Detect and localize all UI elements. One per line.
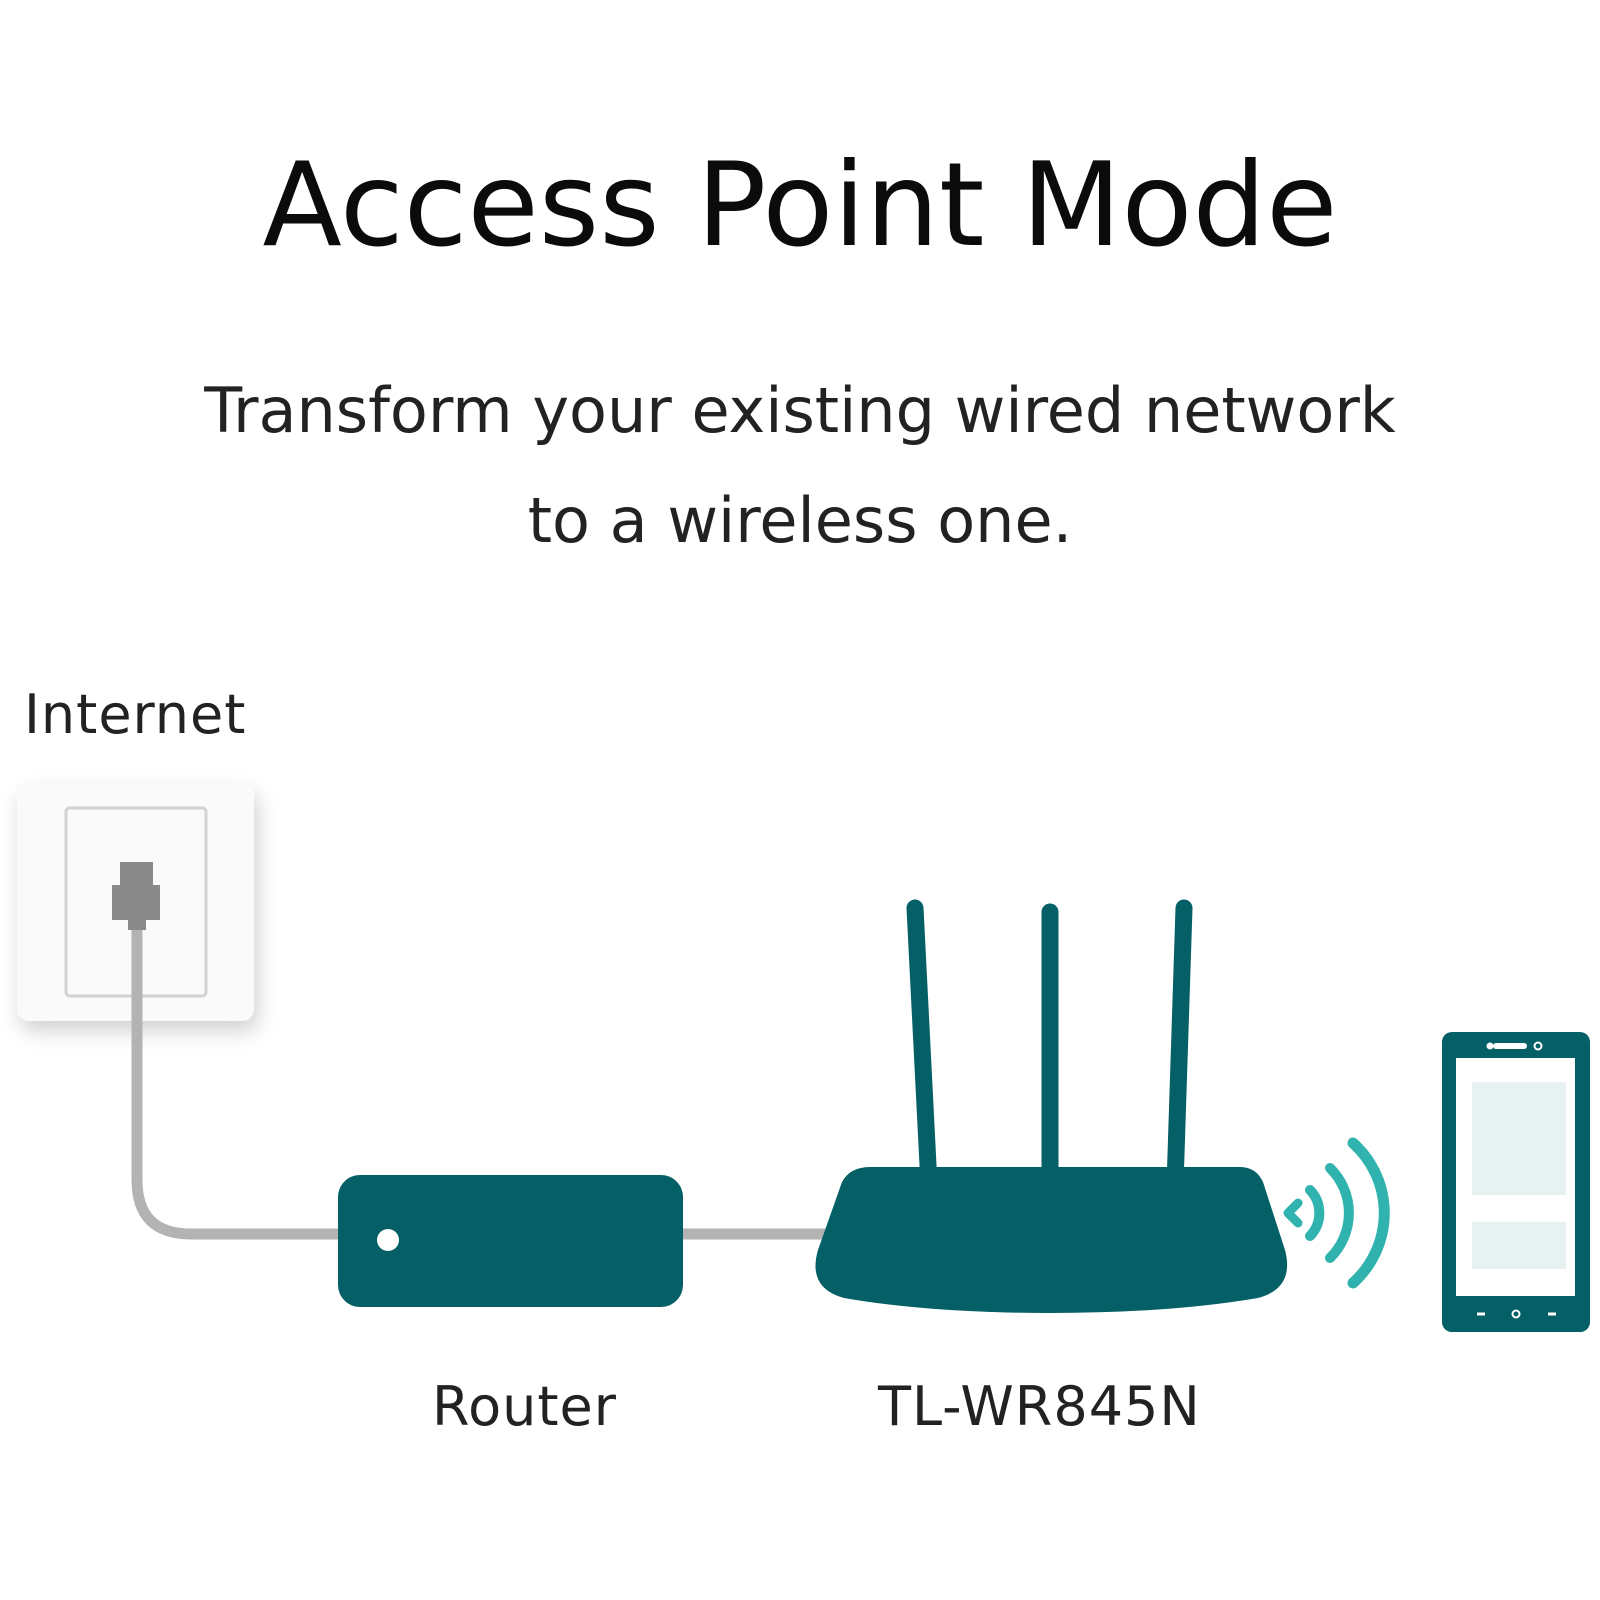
page-title: Access Point Mode bbox=[262, 138, 1338, 273]
internet-cable bbox=[131, 912, 346, 1240]
access-point-label: TL-WR845N bbox=[878, 1375, 1201, 1438]
antenna-right bbox=[1166, 899, 1193, 1194]
router-label: Router bbox=[432, 1375, 617, 1438]
access-point-icon bbox=[815, 899, 1288, 1313]
access-point-body bbox=[815, 1167, 1288, 1313]
internet-label: Internet bbox=[24, 683, 247, 746]
subtitle: Transform your existing wired network to… bbox=[0, 356, 1600, 576]
subtitle-line-1: Transform your existing wired network bbox=[204, 374, 1396, 447]
router-icon bbox=[338, 1175, 683, 1307]
subtitle-line-2: to a wireless one. bbox=[527, 484, 1073, 557]
smartphone-icon bbox=[1442, 1032, 1590, 1332]
antenna-left bbox=[906, 899, 938, 1194]
wifi-signal-icon bbox=[1283, 1137, 1390, 1289]
ethernet-plug-icon bbox=[112, 862, 160, 930]
